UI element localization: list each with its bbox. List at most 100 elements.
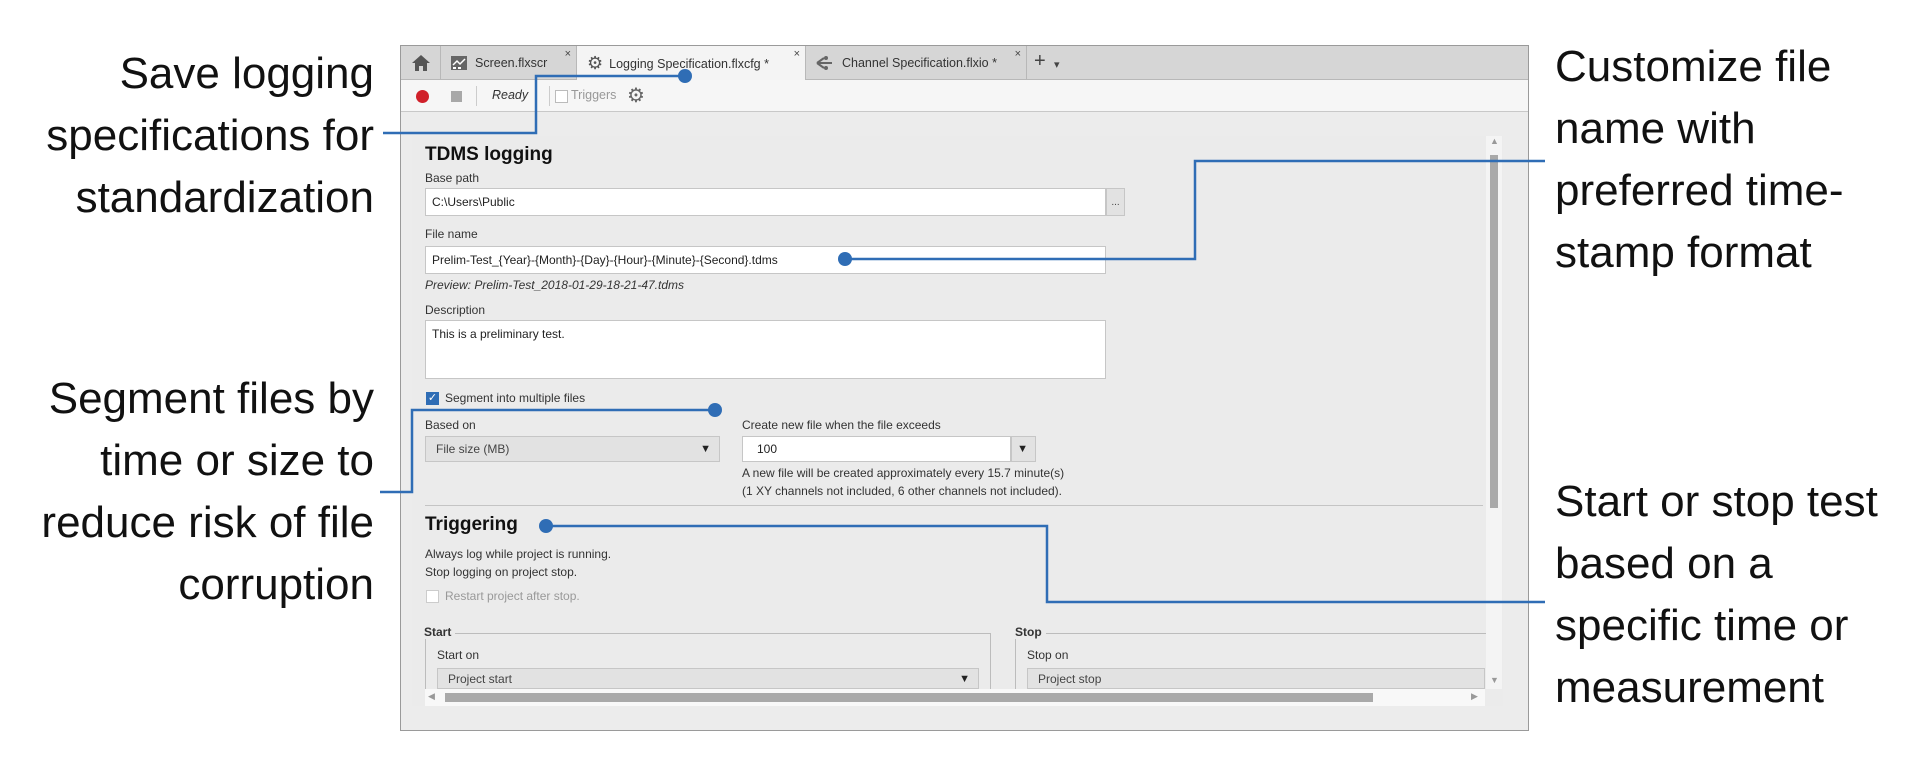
callout-line: corruption (178, 560, 374, 609)
tab-home[interactable] (401, 46, 441, 80)
start-on-select[interactable]: Project start ▼ (437, 668, 979, 689)
restart-checkbox[interactable] (426, 590, 439, 603)
stop-on-value: Project stop (1038, 671, 1102, 686)
callout-line: standardization (75, 173, 374, 222)
exceeds-input[interactable]: 100 (742, 436, 1011, 462)
callout-line: Customize file (1555, 42, 1832, 91)
restart-label: Restart project after stop. (445, 589, 580, 603)
callout-line: name with (1555, 104, 1756, 153)
description-label: Description (425, 303, 486, 317)
triggers-label: Triggers (571, 88, 617, 102)
status-text: Ready (492, 88, 529, 102)
home-icon (411, 55, 430, 71)
gear-icon: ⚙ (587, 53, 604, 73)
dropdown-arrow-icon: ▼ (700, 443, 711, 455)
section-heading-triggering: Triggering (425, 514, 518, 535)
callout-line: preferred time- (1555, 166, 1844, 215)
stop-on-label: Stop on (1027, 648, 1069, 662)
vertical-scrollbar[interactable]: ▲ ▼ (1486, 136, 1502, 689)
stop-button[interactable] (451, 91, 462, 102)
close-tab-icon[interactable]: × (564, 48, 571, 60)
exceeds-dropdown-button[interactable]: ▼ (1011, 436, 1036, 462)
start-on-label: Start on (437, 648, 480, 662)
callout-dot (708, 403, 722, 417)
section-divider (425, 505, 1483, 506)
start-on-value: Project start (448, 671, 513, 686)
tab-label: Screen.flxscr (475, 56, 548, 70)
connector-start-stop (546, 524, 1545, 604)
tab-label: Logging Specification.flxcfg * (609, 56, 769, 71)
callout-line: specifications for (46, 111, 374, 160)
segment-label: Segment into multiple files (445, 391, 586, 405)
dropdown-arrow-icon: ▼ (959, 672, 970, 685)
stop-group (1015, 633, 1495, 706)
based-on-select[interactable]: File size (MB) ▼ (425, 436, 720, 462)
callout-save-specs: Save logging specifications for standard… (0, 43, 374, 229)
close-tab-icon[interactable]: × (1014, 48, 1021, 60)
scroll-left-icon[interactable]: ◀ (428, 691, 435, 701)
segment-note: A new file will be created approximately… (742, 466, 1065, 480)
connector-segment-files (380, 408, 715, 494)
channel-icon (816, 56, 832, 70)
horizontal-scrollbar[interactable]: ◀ ▶ (425, 689, 1485, 706)
file-name-label: File name (425, 227, 478, 241)
scroll-up-icon[interactable]: ▲ (1490, 136, 1499, 146)
connector-customize-name (845, 159, 1545, 261)
base-path-input[interactable]: C:\Users\Public (425, 188, 1106, 216)
section-heading-tdms-logging: TDMS logging (425, 144, 553, 165)
callout-line: Save logging (119, 49, 374, 98)
app-window: Screen.flxscr × ⚙ Logging Specification.… (400, 45, 1529, 731)
close-tab-icon[interactable]: × (793, 48, 800, 60)
divider (476, 86, 477, 106)
based-on-label: Based on (425, 418, 476, 432)
description-textarea[interactable]: This is a preliminary test. (425, 320, 1106, 379)
based-on-value: File size (MB) (436, 442, 510, 456)
callout-line: measurement (1555, 663, 1825, 712)
callout-line: stamp format (1555, 228, 1812, 277)
logging-spec-panel: TDMS logging Base path C:\Users\Public .… (412, 136, 1503, 706)
callout-dot (678, 69, 692, 83)
callout-line: specific time or (1555, 601, 1849, 650)
triggers-checkbox[interactable] (555, 90, 568, 103)
callout-line: reduce risk of file (41, 498, 374, 547)
triggers-settings-gear-icon[interactable]: ⚙ (627, 85, 645, 107)
tab-label: Channel Specification.flxio * (842, 56, 997, 70)
callout-line: time or size to (100, 436, 374, 485)
vertical-scroll-thumb[interactable] (1490, 155, 1498, 508)
divider (549, 86, 550, 106)
callout-dot (838, 252, 852, 266)
file-name-input[interactable]: Prelim-Test_{Year}-{Month}-{Day}-{Hour}-… (425, 246, 1106, 274)
toolbar: Ready Triggers ⚙ (401, 80, 1528, 112)
triggering-info: Always log while project is running. (425, 547, 612, 561)
segment-checkbox[interactable]: ✓ (426, 392, 439, 405)
browse-button[interactable]: ... (1106, 188, 1125, 216)
callout-dot (539, 519, 553, 533)
callout-customize-name: Customize file name with preferred time-… (1555, 36, 1915, 284)
screen-icon (451, 56, 467, 70)
horizontal-scroll-thumb[interactable] (445, 693, 1373, 702)
stop-on-select[interactable]: Project stop (1027, 668, 1485, 689)
tab-channel-specification[interactable]: Channel Specification.flxio * × (806, 46, 1027, 80)
segment-note: (1 XY channels not included, 6 other cha… (742, 484, 1062, 498)
start-group (425, 633, 991, 706)
callout-line: Start or stop test (1555, 477, 1878, 526)
callout-segment-files: Segment files by time or size to reduce … (0, 368, 374, 616)
stop-group-label: Stop (1015, 625, 1046, 639)
callout-start-stop: Start or stop test based on a specific t… (1555, 471, 1915, 719)
start-group-label: Start (424, 625, 456, 639)
tab-screen[interactable]: Screen.flxscr × (441, 46, 577, 80)
dropdown-arrow-icon: ▼ (1017, 443, 1028, 455)
file-name-preview: Preview: Prelim-Test_2018-01-29-18-21-47… (425, 278, 685, 292)
callout-line: based on a (1555, 539, 1773, 588)
callout-line: Segment files by (48, 374, 374, 423)
tab-menu-chevron-icon[interactable]: ▾ (1054, 59, 1060, 71)
scroll-right-icon[interactable]: ▶ (1471, 691, 1478, 701)
add-tab-button[interactable]: + (1034, 50, 1046, 72)
exceeds-label: Create new file when the file exceeds (742, 418, 941, 432)
triggering-info: Stop logging on project stop. (425, 565, 578, 579)
record-button[interactable] (416, 90, 429, 103)
connector-save-specs (383, 74, 685, 135)
base-path-label: Base path (425, 171, 480, 185)
scroll-down-icon[interactable]: ▼ (1490, 675, 1499, 685)
